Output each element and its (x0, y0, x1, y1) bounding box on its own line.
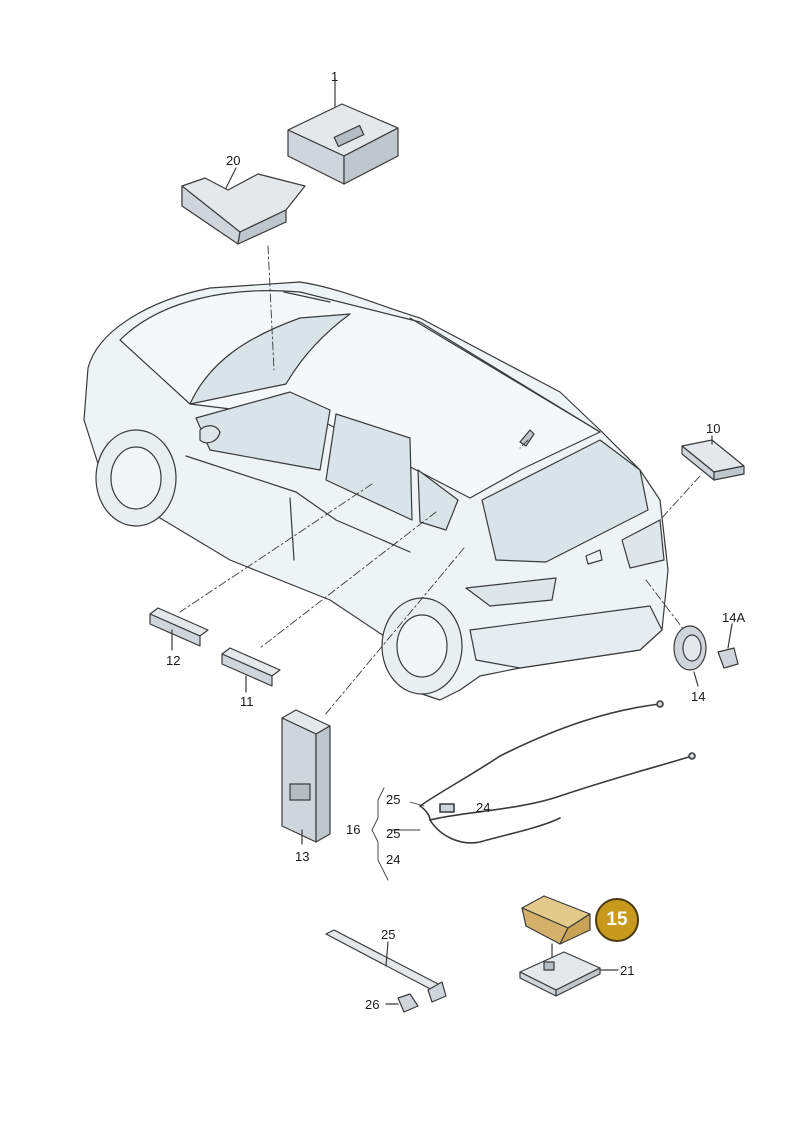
part-1-control-unit (287, 77, 399, 185)
callout-26: 26 (365, 997, 380, 1012)
callout-25-c: 25 (381, 927, 396, 942)
part-12-sensor (149, 607, 209, 651)
callout-20: 20 (226, 153, 241, 168)
part-13-control-unit (281, 709, 331, 845)
callout-15-highlight: 15 (595, 898, 639, 942)
callout-14a: 14A (722, 610, 746, 625)
part-11-sensor (221, 647, 281, 693)
callout-25-b: 25 (386, 826, 401, 841)
part-25-cable-tie (325, 929, 447, 1003)
part-14-horn (673, 625, 707, 687)
part-14a-screw (717, 623, 739, 669)
part-16-bracket-lines (371, 787, 425, 881)
callout-10: 10 (706, 421, 721, 436)
part-15-module (521, 895, 591, 965)
callout-11: 11 (240, 694, 254, 709)
callout-14: 14 (691, 689, 706, 704)
callout-13: 13 (295, 849, 310, 864)
part-16-wiring-harness (419, 700, 696, 844)
callout-25-a: 25 (386, 792, 401, 807)
callout-24-a: 24 (476, 800, 491, 815)
part-26-clip (385, 993, 419, 1013)
callout-24-b: 24 (386, 852, 401, 867)
part-10-module (681, 435, 745, 481)
callout-12: 12 (166, 653, 181, 668)
part-20-bracket (181, 167, 306, 245)
callout-1: 1 (331, 69, 339, 84)
callout-16: 16 (346, 822, 361, 837)
callout-21: 21 (620, 963, 635, 978)
leader-lines (179, 245, 701, 717)
part-21-cover (519, 951, 619, 997)
